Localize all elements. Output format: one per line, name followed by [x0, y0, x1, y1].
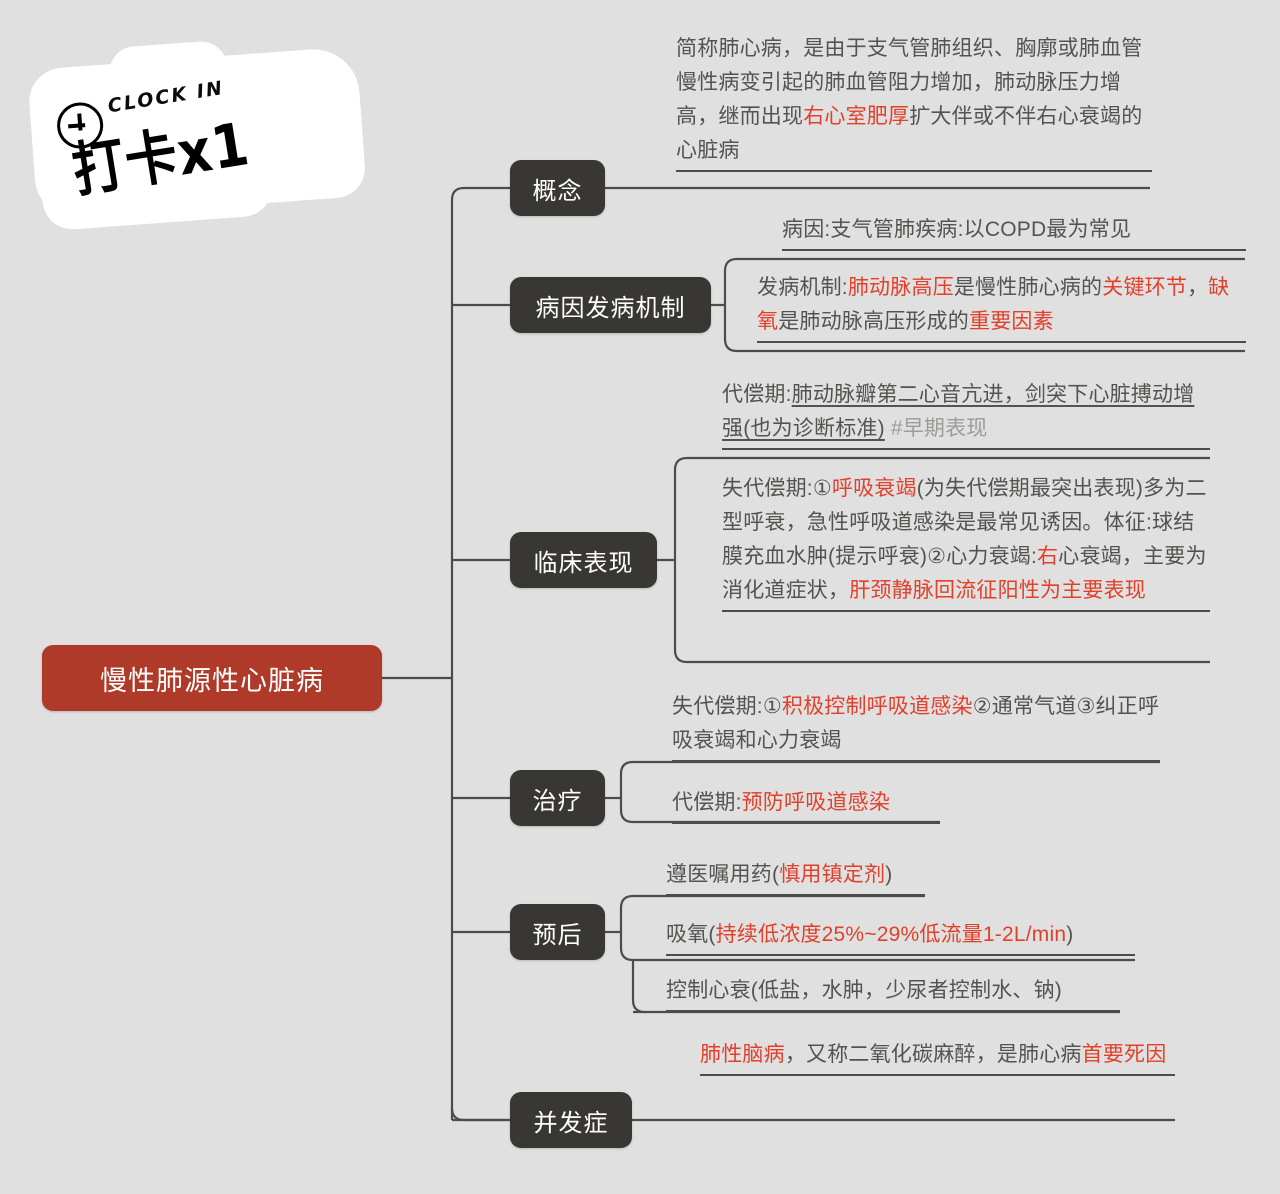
text-run-hl: 关键环节 [1102, 276, 1188, 299]
branch-node-complication[interactable]: 并发症 [510, 1092, 632, 1148]
clock-in-sticker[interactable]: CLOCK IN 打卡x1 [26, 39, 368, 232]
text-run-hl: 持续低浓度25%~29%低流量1-2L/min [715, 923, 1067, 946]
leaf-prognosis-2[interactable]: 吸氧(持续低浓度25%~29%低流量1-2L/min) [666, 918, 1135, 956]
text-run-hl: 积极控制呼吸道感染 [781, 695, 973, 718]
text-run-normal: 吸氧( [666, 923, 716, 946]
text-run-normal: ②通常气道③纠正呼吸衰竭和心力衰竭 [672, 695, 1160, 752]
text-run-hl: 首要死因 [1081, 1043, 1167, 1066]
text-run-normal: 代偿期: [722, 383, 792, 406]
text-run-normal: ) [1066, 923, 1074, 946]
text-run-normal: 失代偿期:① [672, 695, 782, 718]
text-run-hl: 缺氧 [757, 276, 1230, 333]
text-run-normal: ， [1187, 276, 1209, 299]
text-run-normal: 简称肺心病，是由于支气管肺组织、胸廓或肺血管慢性病变引起的肺血管阻力增加，肺动脉… [676, 37, 1143, 128]
text-run-normal: 代偿期: [672, 791, 742, 814]
leaf-clinical-2[interactable]: 失代偿期:①呼吸衰竭(为失代偿期最突出表现)多为二型呼衰，急性呼吸道感染是最常见… [722, 472, 1210, 612]
text-run-normal: 是慢性肺心病的 [953, 276, 1103, 299]
root-node[interactable]: 慢性肺源性心脏病 [42, 645, 382, 711]
branch-node-concept[interactable]: 概念 [510, 160, 605, 216]
text-run-hl: 右 [1037, 545, 1059, 568]
text-run-normal: (为失代偿期最突出表现)多为二型呼衰，急性呼吸道感染是最常见诱因。体征:球结膜充… [722, 477, 1207, 568]
leaf-concept-1[interactable]: 简称肺心病，是由于支气管肺组织、胸廓或肺血管慢性病变引起的肺血管阻力增加，肺动脉… [676, 32, 1152, 172]
text-run-normal: ，又称二氧化碳麻醉，是肺心病 [784, 1043, 1082, 1066]
leaf-prognosis-3[interactable]: 控制心衰(低盐，水肿，少尿者控制水、钠) [666, 974, 1120, 1012]
leaf-etiology-2[interactable]: 发病机制:肺动脉高压是慢性肺心病的关键环节，缺氧是肺动脉高压形成的重要因素 [757, 271, 1246, 343]
branch-node-treatment[interactable]: 治疗 [510, 770, 605, 826]
branch-node-prognosis[interactable]: 预后 [510, 904, 605, 960]
leaf-clinical-1[interactable]: 代偿期:肺动脉瓣第二心音亢进，剑突下心脏搏动增强(也为诊断标准) #早期表现 [722, 378, 1210, 450]
text-run-normal: 控制心衰(低盐，水肿，少尿者控制水、钠) [666, 979, 1062, 1002]
text-run-normal: 遵医嘱用药( [666, 863, 780, 886]
text-run-hl: 右心室肥厚 [803, 105, 910, 128]
leaf-prognosis-1[interactable]: 遵医嘱用药(慎用镇定剂) [666, 858, 925, 896]
text-run-u: 肺动脉瓣第二心音亢进，剑突下心脏搏动增强(也为诊断标准) [722, 383, 1195, 440]
wire-to-concept [450, 186, 510, 201]
leaf-etiology-1[interactable]: 病因:支气管肺疾病:以COPD最为常见 [782, 213, 1246, 251]
text-run-hl: 肺性脑病 [700, 1043, 785, 1066]
text-run-hl: 重要因素 [969, 310, 1054, 333]
wire-prognosis-extend [631, 960, 646, 1014]
text-run-normal: 发病机制: [757, 276, 848, 299]
wire-spine-bottom-corner [450, 1107, 510, 1122]
branch-node-clinical[interactable]: 临床表现 [510, 532, 657, 588]
leaf-treatment-2[interactable]: 代偿期:预防呼吸道感染 [672, 786, 940, 824]
leaf-complication-1[interactable]: 肺性脑病，又称二氧化碳麻醉，是肺心病首要死因 [700, 1038, 1175, 1076]
text-run-normal: 病因:支气管肺疾病:以COPD最为常见 [782, 218, 1132, 241]
branch-node-etiology[interactable]: 病因发病机制 [510, 277, 711, 333]
wire-clinical-bracket [673, 456, 688, 664]
text-run-hl: 预防呼吸道感染 [741, 791, 891, 814]
wire-prognosis-bracket [619, 894, 634, 962]
text-run-hl: 肺动脉高压 [847, 276, 954, 299]
text-run-hl: 慎用镇定剂 [779, 863, 886, 886]
text-run-normal: 失代偿期:① [722, 477, 832, 500]
text-run-hl: 肝颈静脉回流征阳性为主要表现 [849, 579, 1147, 602]
text-run-normal: ) [885, 863, 893, 886]
text-run-normal: 是肺动脉高压形成的 [778, 310, 970, 333]
wire-treatment-bracket [619, 760, 634, 824]
text-run-tag: #早期表现 [884, 417, 988, 440]
leaf-treatment-1[interactable]: 失代偿期:①积极控制呼吸道感染②通常气道③纠正呼吸衰竭和心力衰竭 [672, 690, 1160, 762]
text-run-normal: 扩大伴或不伴右心衰竭的心脏病 [676, 105, 1143, 162]
wire-etiology-bracket [723, 257, 738, 353]
text-run-hl: 呼吸衰竭 [831, 477, 917, 500]
text-run-normal: 心衰竭，主要为消化道症状， [722, 545, 1207, 602]
